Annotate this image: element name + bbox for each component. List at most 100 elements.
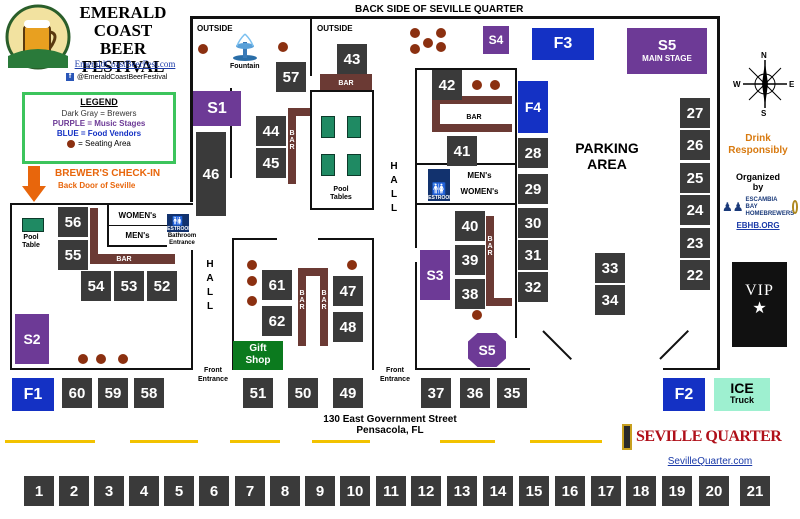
booth-bottom-10[interactable]: 10 (340, 476, 370, 506)
booth-41[interactable]: 41 (447, 136, 477, 166)
mens-restroom-annex: MEN's (125, 230, 150, 240)
booth-42[interactable]: 42 (432, 70, 462, 100)
festival-website-link[interactable]: EmeraldCoastBeerFest.com (74, 59, 176, 69)
booth-43[interactable]: 43 (337, 44, 367, 74)
pool-table-2 (347, 116, 361, 138)
seville-quarter-link[interactable]: SevilleQuarter.com (667, 456, 753, 467)
stage-s2[interactable]: S2 (15, 314, 49, 364)
bar-east-top (432, 96, 512, 104)
booth-33[interactable]: 33 (595, 253, 625, 283)
bar-east-lower-bottom (486, 298, 512, 306)
booth-bottom-2[interactable]: 2 (59, 476, 89, 506)
booth-22[interactable]: 22 (680, 260, 710, 290)
checkin-arrow-icon (22, 166, 46, 202)
booth-28[interactable]: 28 (518, 138, 548, 168)
pool-room-right-wall (372, 90, 374, 210)
booth-30[interactable]: 30 (518, 208, 548, 238)
booth-bottom-9[interactable]: 9 (305, 476, 335, 506)
stage-s3[interactable]: S3 (420, 250, 450, 300)
booth-bottom-7[interactable]: 7 (235, 476, 265, 506)
booth-26[interactable]: 26 (680, 130, 710, 160)
parking-area-label: PARKING AREA (575, 140, 639, 172)
booth-47[interactable]: 47 (333, 276, 363, 306)
booth-bottom-20[interactable]: 20 (699, 476, 729, 506)
booth-58[interactable]: 58 (134, 378, 164, 408)
booth-36[interactable]: 36 (460, 378, 490, 408)
stage-s5-main[interactable]: S5 MAIN STAGE (627, 28, 707, 74)
booth-61[interactable]: 61 (262, 270, 292, 300)
booth-53[interactable]: 53 (114, 271, 144, 301)
booth-bottom-19[interactable]: 19 (662, 476, 692, 506)
booth-bottom-5[interactable]: 5 (164, 476, 194, 506)
booth-57[interactable]: 57 (276, 62, 306, 92)
booth-25[interactable]: 25 (680, 163, 710, 193)
festival-logo (4, 4, 72, 70)
booth-bottom-15[interactable]: 15 (519, 476, 549, 506)
stage-s5-inside[interactable]: S5 (468, 333, 506, 367)
booth-24[interactable]: 24 (680, 195, 710, 225)
compass-north: N (761, 51, 767, 60)
booth-bottom-17[interactable]: 17 (591, 476, 621, 506)
booth-55[interactable]: 55 (58, 240, 88, 270)
stage-s4[interactable]: S4 (483, 26, 509, 54)
booth-45[interactable]: 45 (256, 148, 286, 178)
booth-32[interactable]: 32 (518, 272, 548, 302)
booth-bottom-18[interactable]: 18 (626, 476, 656, 506)
booth-54[interactable]: 54 (81, 271, 111, 301)
booth-35[interactable]: 35 (497, 378, 527, 408)
ice-truck[interactable]: ICE Truck (714, 378, 770, 411)
booth-29[interactable]: 29 (518, 174, 548, 204)
booth-bottom-21[interactable]: 21 (740, 476, 770, 506)
vip-area[interactable]: VIP ★ (732, 262, 787, 347)
booth-59[interactable]: 59 (98, 378, 128, 408)
booth-48[interactable]: 48 (333, 312, 363, 342)
seat-outside-5 (436, 28, 446, 38)
booth-bottom-14[interactable]: 14 (483, 476, 513, 506)
booth-bottom-4[interactable]: 4 (129, 476, 159, 506)
address-line-1: 130 East Government Street (323, 414, 457, 425)
bar-label-annex: BAR (116, 256, 132, 263)
seat-center-3 (247, 296, 257, 306)
food-vendor-f2[interactable]: F2 (663, 378, 705, 411)
annex-restroom-wall-2 (107, 245, 167, 247)
bar-center-top (298, 268, 328, 276)
food-vendor-f3[interactable]: F3 (532, 28, 594, 60)
booth-37[interactable]: 37 (421, 378, 451, 408)
booth-bottom-1[interactable]: 1 (24, 476, 54, 506)
booth-bottom-11[interactable]: 11 (376, 476, 406, 506)
booth-49[interactable]: 49 (333, 378, 363, 408)
booth-62[interactable]: 62 (262, 306, 292, 336)
food-vendor-f1[interactable]: F1 (12, 378, 54, 411)
booth-56[interactable]: 56 (58, 207, 88, 237)
building-bottom-wall-left (10, 368, 193, 370)
food-vendor-f4[interactable]: F4 (518, 81, 548, 133)
stage-s1[interactable]: S1 (193, 91, 241, 126)
booth-51[interactable]: 51 (243, 378, 273, 408)
road-dash (530, 440, 602, 443)
booth-60[interactable]: 60 (62, 378, 92, 408)
booth-34[interactable]: 34 (595, 285, 625, 315)
booth-39[interactable]: 39 (455, 245, 485, 275)
seat-center-1 (247, 260, 257, 270)
booth-bottom-12[interactable]: 12 (411, 476, 441, 506)
legend-stages: PURPLE = Music Stages (52, 119, 146, 128)
booth-46[interactable]: 46 (196, 132, 226, 216)
booth-44[interactable]: 44 (256, 116, 286, 146)
ebhb-link[interactable]: EBHB.ORG (736, 221, 780, 230)
booth-23[interactable]: 23 (680, 228, 710, 258)
booth-50[interactable]: 50 (288, 378, 318, 408)
booth-bottom-6[interactable]: 6 (199, 476, 229, 506)
booth-bottom-3[interactable]: 3 (94, 476, 124, 506)
booth-27[interactable]: 27 (680, 98, 710, 128)
facebook-handle[interactable]: f @EmeraldCoastBeerFestival (66, 73, 167, 81)
booth-40[interactable]: 40 (455, 211, 485, 241)
booth-31[interactable]: 31 (518, 240, 548, 270)
booth-38[interactable]: 38 (455, 279, 485, 309)
brewers-checkin-label: BREWER'S CHECK-IN (55, 168, 161, 179)
restroom-people-icon: 🚻 (172, 216, 184, 226)
booth-bottom-8[interactable]: 8 (270, 476, 300, 506)
booth-bottom-13[interactable]: 13 (447, 476, 477, 506)
booth-bottom-16[interactable]: 16 (555, 476, 585, 506)
booth-52[interactable]: 52 (147, 271, 177, 301)
